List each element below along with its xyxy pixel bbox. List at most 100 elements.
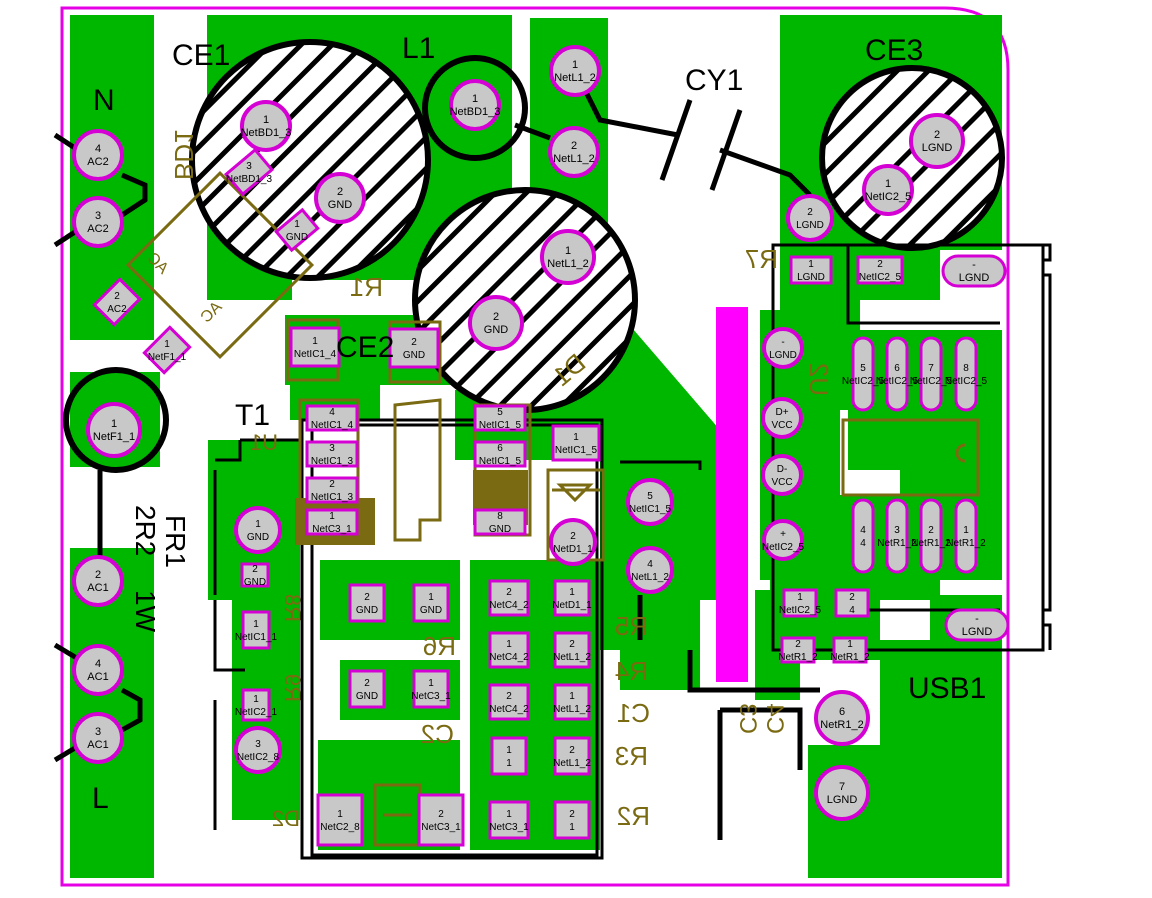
pad-number: 2 xyxy=(928,525,934,536)
pad-number: 1 xyxy=(253,694,259,705)
pad: D+VCC xyxy=(761,397,803,439)
capacitor-ce1-outline xyxy=(189,39,431,281)
pad-number: 2 xyxy=(337,186,343,198)
pad-number: + xyxy=(780,529,786,540)
pad-number: 3 xyxy=(95,210,101,222)
pad-net: NetBD1_3 xyxy=(450,106,501,118)
pad-number: 4 xyxy=(329,407,335,418)
pad-net: NetIC2_5 xyxy=(762,542,805,553)
pad-net: NetF1_1 xyxy=(93,431,135,443)
pad-number: 2 xyxy=(438,809,444,820)
pad-net: NetR1_2 xyxy=(830,652,870,663)
pad-net: NetIC2_8 xyxy=(237,752,280,763)
pad-number: 1 xyxy=(963,525,969,536)
pad-net: GND xyxy=(328,199,353,211)
label-r5: R5 xyxy=(615,611,648,641)
component-outlines xyxy=(213,243,1052,860)
label-c3: C3 xyxy=(734,703,761,734)
pad: 44 xyxy=(851,498,875,574)
label-r9: R9 xyxy=(280,674,305,702)
pad: -LGND xyxy=(944,608,1010,642)
pad-number: 8 xyxy=(963,363,969,374)
pad-net: NetC4_2 xyxy=(489,652,529,663)
pad-net: NetIC1_5 xyxy=(555,445,598,456)
pad-net: NetL1_2 xyxy=(554,72,596,84)
pad-net: NetIC1_3 xyxy=(311,456,354,467)
pad-net: LGND xyxy=(827,794,858,806)
pad-net: NetC2_8 xyxy=(320,822,360,833)
pad-net: NetC3_1 xyxy=(489,822,529,833)
pad-number: 2 xyxy=(934,129,940,141)
pad-net: NetBD1_3 xyxy=(226,174,273,185)
pad-number: 1 xyxy=(506,639,512,650)
pad-number: 4 xyxy=(860,525,866,536)
label-u1: U1 xyxy=(250,430,278,455)
label-ce2: CE2 xyxy=(336,331,394,364)
label-n: N xyxy=(93,84,115,117)
pad-number: 1 xyxy=(294,219,300,230)
pad-net: VCC xyxy=(771,477,792,488)
pad-net: GND xyxy=(356,691,378,702)
label-u2: U2 xyxy=(804,363,834,396)
pad-net: NetL1_2 xyxy=(631,572,669,583)
pad-net: GND xyxy=(403,350,425,361)
pad-number: 1 xyxy=(565,245,571,257)
pad-net: AC2 xyxy=(107,304,127,315)
pad-net: NetIC2_1 xyxy=(235,707,278,718)
pad-number: 1 xyxy=(573,432,579,443)
pad-number: 1 xyxy=(797,592,803,603)
keepout-bar xyxy=(716,307,748,682)
label-ce1: CE1 xyxy=(172,39,230,72)
pad-net: AC2 xyxy=(87,223,108,235)
pad-net: NetC4_2 xyxy=(489,600,529,611)
pad-number: 1 xyxy=(111,418,117,430)
pad-net: 4 xyxy=(860,538,866,549)
pad-number: 4 xyxy=(647,559,653,570)
pad-net: NetIC1_5 xyxy=(629,504,672,515)
pad-number: 1 xyxy=(569,587,575,598)
bridge-bd1-outline xyxy=(125,170,315,360)
label-c4: C4 xyxy=(761,703,788,734)
transformer-t1-outline xyxy=(300,418,604,860)
label-d2: D2 xyxy=(272,806,300,831)
pad-number: 1 xyxy=(506,809,512,820)
pad-net: 1 xyxy=(506,758,512,769)
pads: 4AC23AC22AC21NetF1_11NetF1_12AC14AC13AC1… xyxy=(72,45,1010,847)
pad-number: 7 xyxy=(928,363,934,374)
pad-net: AC1 xyxy=(87,671,108,683)
pad: -LGND xyxy=(762,327,804,369)
pad: + NetIC2_5 xyxy=(762,519,805,561)
pad-number: 1 xyxy=(808,259,814,270)
pad-number: 1 xyxy=(428,678,434,689)
pad-net: GND xyxy=(484,324,509,336)
label-usb1: USB1 xyxy=(908,672,986,705)
pad-net: VCC xyxy=(771,420,792,431)
pad-net: GND xyxy=(247,532,269,543)
pad-number: 2 xyxy=(849,592,855,603)
